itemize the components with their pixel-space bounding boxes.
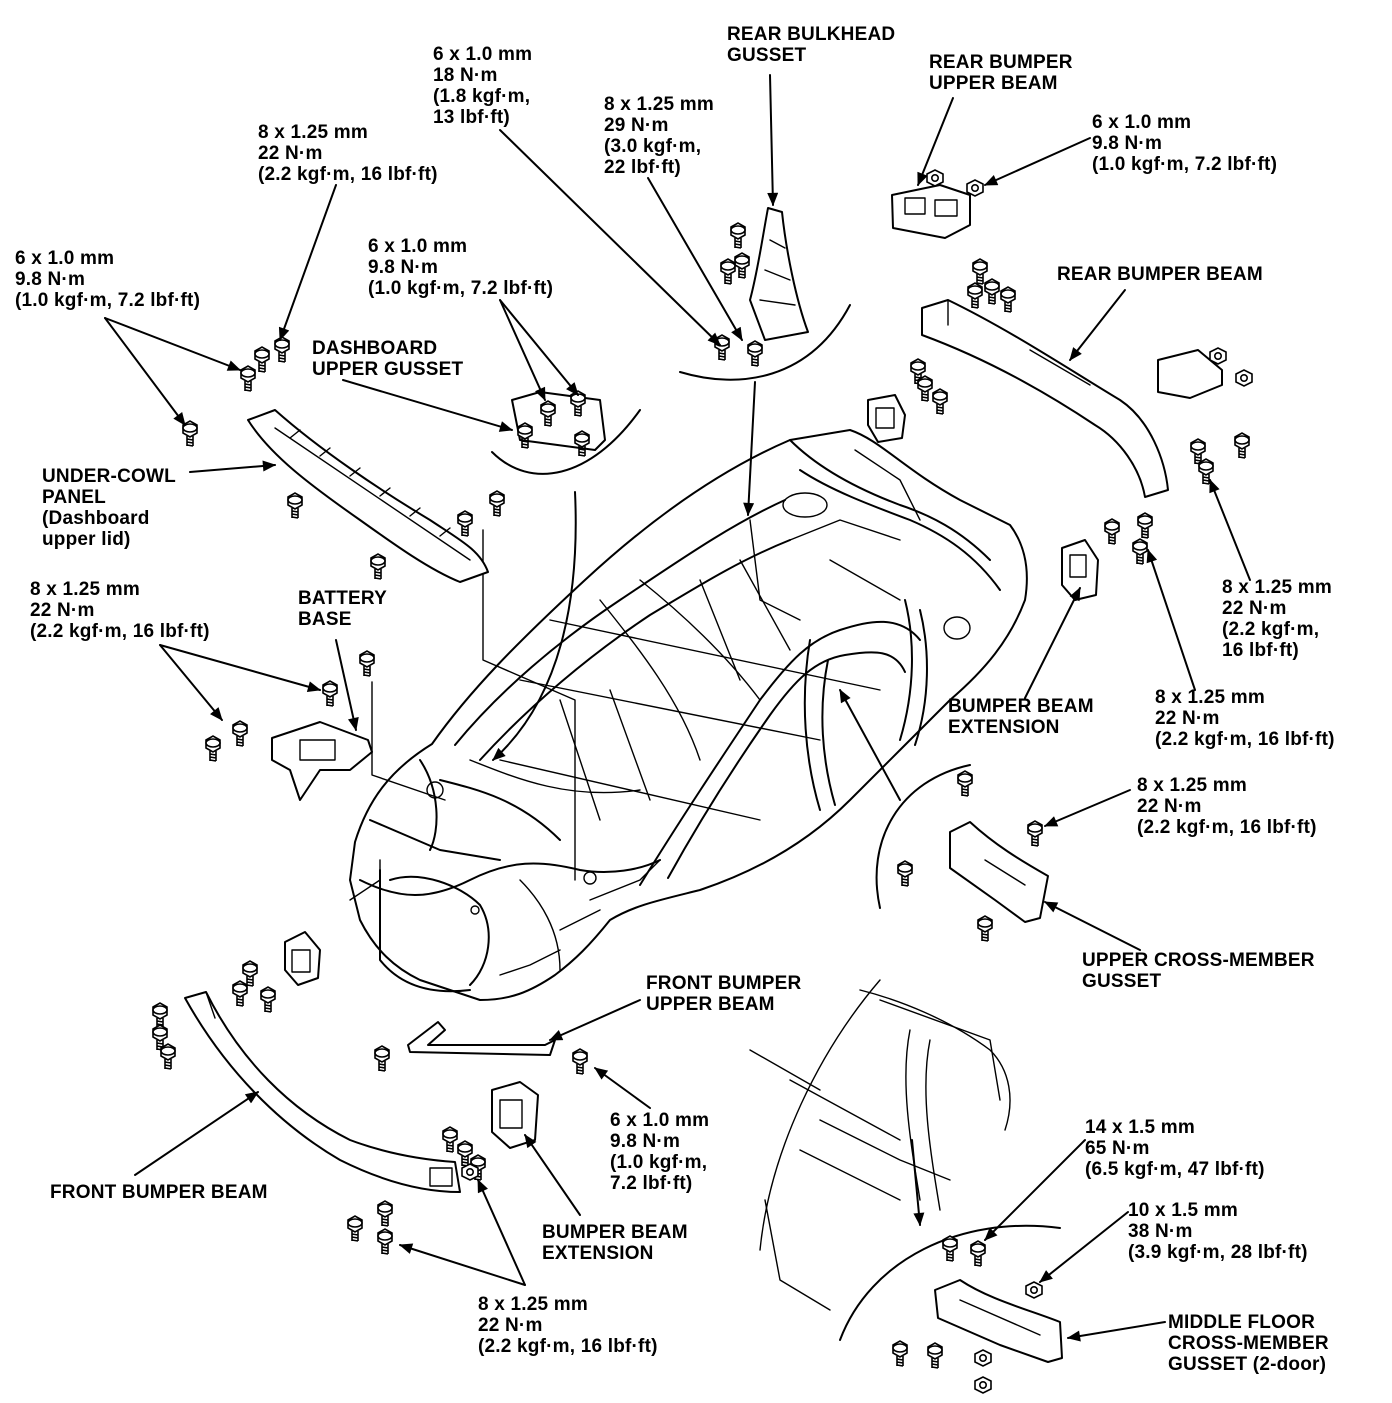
middle-floor-cross-member-gusset-part (934, 1279, 1063, 1363)
middle-floor-inset-body (749, 979, 1011, 1311)
front-bumper-beam-part (184, 991, 461, 1193)
front-bumper-beam-extension-part (491, 1081, 539, 1149)
rear-bumper-upper-beam-part (891, 184, 971, 239)
car-body-shell (349, 429, 1028, 1001)
under-cowl-panel-part (247, 409, 489, 583)
front-bumper-upper-beam-part (407, 1021, 556, 1056)
rear-mount-bracket-part (867, 394, 906, 443)
rear-bulkhead-arc (679, 304, 851, 381)
rear-bumper-beam-extension-part (1061, 539, 1099, 601)
battery-base-locator-line (371, 681, 446, 801)
front-bumper-beam-extension-left-part (284, 931, 321, 986)
upper-cross-member-gusset-part (949, 821, 1049, 923)
leader-arrows (104, 74, 1251, 1342)
rear-bumper-beam-part (921, 299, 1169, 498)
rear-bulkhead-gusset-part (749, 207, 809, 341)
middle-floor-arc (839, 1224, 1061, 1341)
dashboard-gusset-arc (491, 409, 641, 475)
under-cowl-locator-line (482, 529, 576, 881)
battery-base-part (271, 721, 373, 801)
front-bumper-beam-label: FRONT BUMPER BEAM (50, 1182, 268, 1203)
rear-bumper-beam-label: REAR BUMPER BEAM (1057, 264, 1263, 285)
rear-bumper-bracket-part (1157, 349, 1223, 399)
upper-cross-member-arc (875, 764, 971, 909)
